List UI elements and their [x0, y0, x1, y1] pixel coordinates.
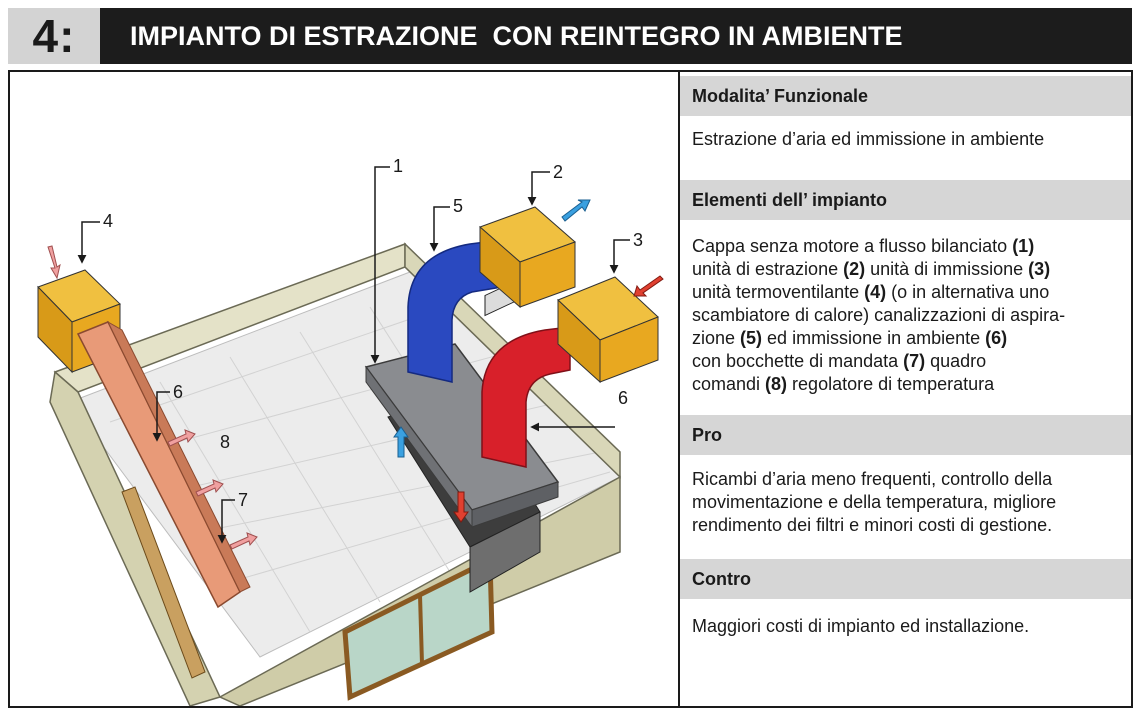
text-line: scambiatore di calore) canalizzazioni di…	[692, 305, 1066, 325]
text-line: unità di estrazione (2) unità di immissi…	[692, 259, 1051, 279]
callout-4: 4	[103, 211, 113, 231]
column-divider	[678, 70, 680, 708]
text-line: con bocchette di mandata (7) quadro	[692, 351, 987, 371]
heading-modalita: Modalita’ Funzionale	[680, 76, 1131, 116]
heading-elementi: Elementi dell’ impianto	[680, 180, 1131, 220]
content-frame	[8, 70, 1133, 708]
heading-contro: Contro	[680, 559, 1131, 599]
body-contro: Maggiori costi di impianto ed installazi…	[692, 615, 1122, 638]
arrow-up-icon	[393, 426, 409, 458]
title-bar: IMPIANTO DI ESTRAZIONE CON REINTEGRO IN …	[100, 8, 1132, 64]
body-modalita: Estrazione d’aria ed immissione in ambie…	[692, 128, 1122, 151]
glass-door	[342, 556, 495, 701]
callout-1: 1	[393, 156, 403, 176]
text-line: Ricambi d’aria meno frequenti, controllo…	[692, 469, 1053, 489]
callout-7: 7	[238, 490, 248, 510]
supply-unit	[557, 276, 659, 384]
callout-2: 2	[553, 162, 563, 182]
callout-3: 3	[633, 230, 643, 250]
text-line: Cappa senza motore a flusso bilanciato (…	[692, 236, 1035, 256]
arrow-in-soft-icon	[47, 245, 61, 280]
extraction-unit	[479, 206, 576, 309]
section-number: 4:	[8, 8, 100, 64]
diffuser-arrow-1-icon	[167, 429, 196, 447]
diffuser-arrow-3-icon	[229, 532, 258, 550]
page-title: IMPIANTO DI ESTRAZIONE CON REINTEGRO IN …	[130, 21, 903, 51]
text-line: Maggiori costi di impianto ed installazi…	[692, 616, 1030, 636]
leader-lines	[77, 166, 630, 544]
info-panel: Modalita’ Funzionale Estrazione d’aria e…	[680, 72, 1131, 706]
system-illustration: 1 2 3 4 5 6 6 7 8	[37, 156, 664, 706]
body-pro: Ricambi d’aria meno frequenti, controllo…	[692, 468, 1122, 537]
heading-pro: Pro	[680, 415, 1131, 455]
callout-6-left: 6	[173, 382, 183, 402]
diffuser-arrow-2-icon	[195, 479, 224, 497]
arrow-in-icon	[633, 275, 664, 297]
arrow-down-icon	[453, 491, 469, 523]
callout-5: 5	[453, 196, 463, 216]
text-line: rendimento dei filtri e minori costi di …	[692, 515, 1053, 535]
body-elementi: Cappa senza motore a flusso bilanciato (…	[692, 235, 1122, 396]
text-line: unità termoventilante (4) (o in alternat…	[692, 282, 1050, 302]
text-line: Estrazione d’aria ed immissione in ambie…	[692, 129, 1045, 149]
text-line: comandi (8) regolatore di temperatura	[692, 374, 995, 394]
arrow-out-icon	[561, 199, 591, 222]
text-line: zione (5) ed immissione in ambiente (6)	[692, 328, 1008, 348]
text-line: movimentazione e della temperatura, migl…	[692, 492, 1057, 512]
callout-6-right: 6	[618, 388, 628, 408]
side-shelf	[121, 486, 206, 679]
callout-8: 8	[220, 432, 230, 452]
